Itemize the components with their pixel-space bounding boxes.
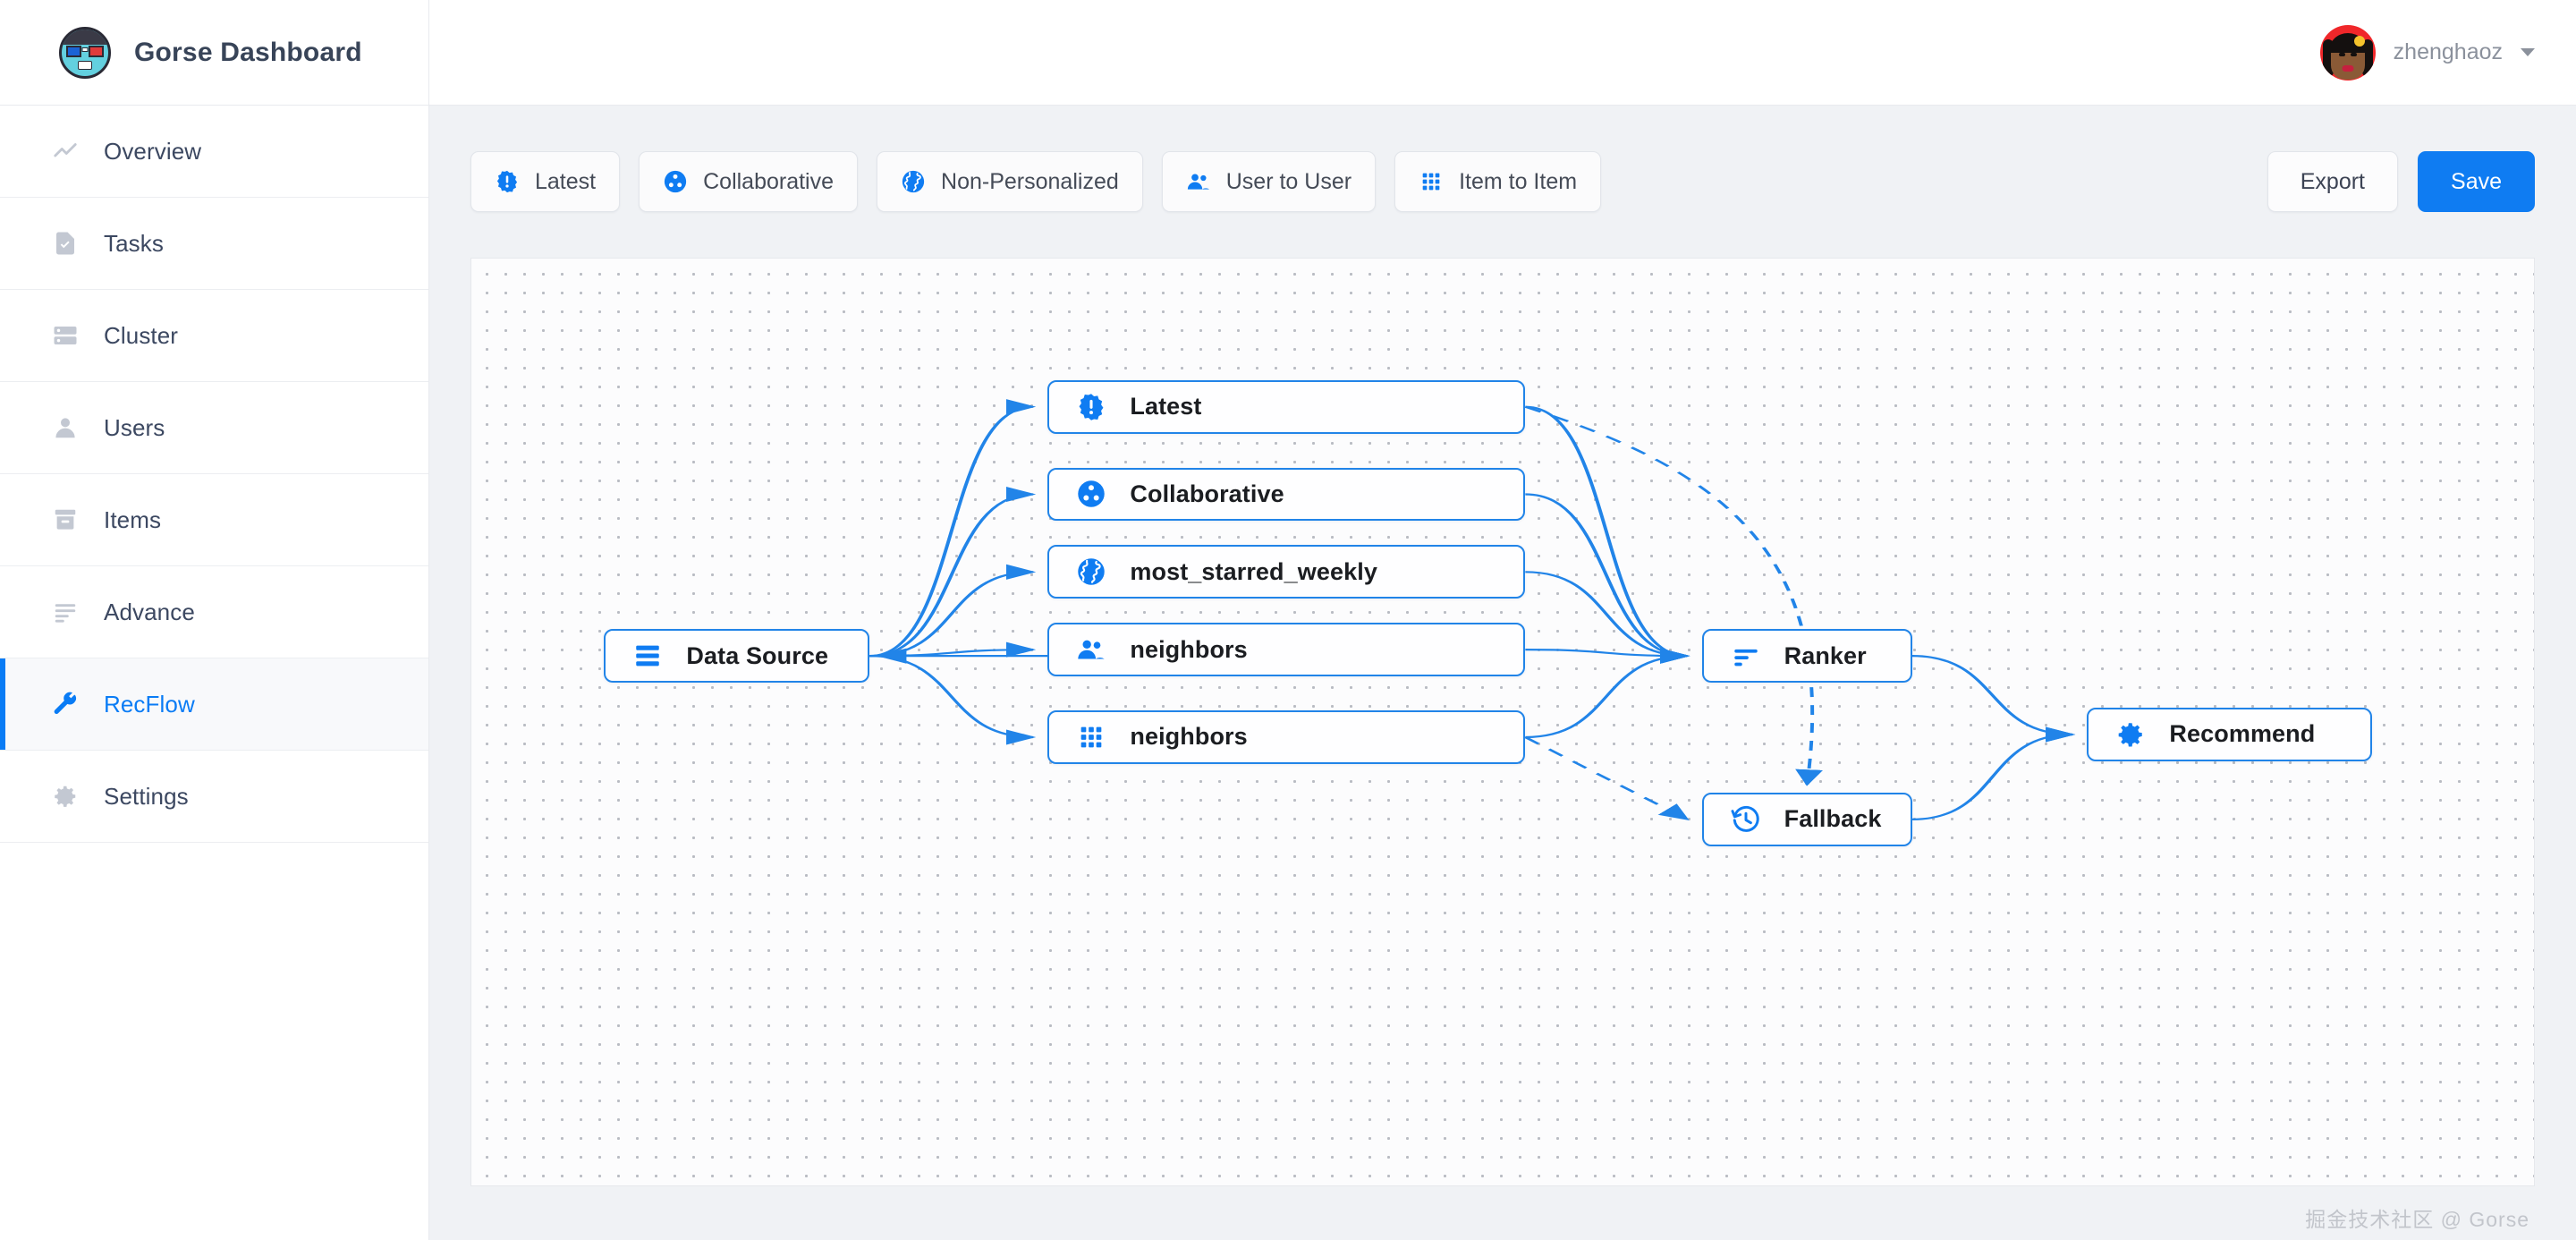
flow-node-ranker[interactable]: Ranker xyxy=(1701,629,1912,684)
sidebar-item-label: Overview xyxy=(104,137,202,165)
watermark: 掘金技术社区 @ Gorse xyxy=(2305,1208,2529,1231)
flow-edge xyxy=(869,655,1037,745)
topbar: zhenghaoz xyxy=(429,0,2576,106)
user-menu[interactable]: zhenghaoz xyxy=(2319,24,2535,81)
chip-label: User to User xyxy=(1225,168,1352,194)
flow-node-label: Ranker xyxy=(1784,641,1867,669)
flow-node-latest[interactable]: Latest xyxy=(1047,379,1526,434)
flow-node-non-personalized[interactable]: most_starred_weekly xyxy=(1047,545,1526,599)
gear-icon xyxy=(52,783,79,810)
sidebar: Gorse Dashboard Overview Tasks Cluster xyxy=(0,0,429,1240)
people-icon xyxy=(1186,169,1211,194)
chip-label: Non-Personalized xyxy=(941,168,1119,194)
brand-title: Gorse Dashboard xyxy=(134,37,362,67)
chip-label: Latest xyxy=(535,168,597,194)
badge-exclamation-icon xyxy=(1076,392,1106,422)
server-stack-icon xyxy=(52,322,79,349)
flow-node-label: neighbors xyxy=(1130,635,1248,663)
sidebar-item-label: RecFlow xyxy=(104,690,195,718)
chip-latest[interactable]: Latest xyxy=(470,151,621,212)
sidebar-item-label: Tasks xyxy=(104,229,164,257)
flow-node-fallback[interactable]: Fallback xyxy=(1701,792,1912,846)
text-lines-icon xyxy=(52,599,79,625)
avatar xyxy=(2319,24,2376,81)
chip-user-to-user[interactable]: User to User xyxy=(1161,151,1377,212)
chip-collaborative[interactable]: Collaborative xyxy=(639,151,859,212)
grid-apps-icon xyxy=(1076,722,1106,752)
sidebar-item-overview[interactable]: Overview xyxy=(0,106,428,198)
recflow-toolbar: Latest Collaborative Non-Personalized xyxy=(429,106,2576,258)
chip-label: Collaborative xyxy=(703,168,835,194)
save-button[interactable]: Save xyxy=(2418,151,2535,212)
task-check-icon xyxy=(52,230,79,257)
brand[interactable]: Gorse Dashboard xyxy=(0,0,428,106)
main-area: zhenghaoz Latest Collaborative xyxy=(429,0,2576,1240)
wrench-icon xyxy=(52,691,79,718)
history-clock-icon xyxy=(1731,804,1761,835)
flow-edge xyxy=(1525,405,1690,664)
badge-exclamation-icon xyxy=(495,169,520,194)
export-button[interactable]: Export xyxy=(2267,151,2399,212)
trending-up-icon xyxy=(52,138,79,165)
flow-node-collaborative[interactable]: Collaborative xyxy=(1047,467,1526,522)
toolbar-actions: Export Save xyxy=(2267,151,2535,212)
chevron-down-icon[interactable] xyxy=(2521,48,2535,56)
sidebar-item-users[interactable]: Users xyxy=(0,382,428,474)
flow-node-data-source[interactable]: Data Source xyxy=(604,629,870,684)
person-icon xyxy=(52,414,79,441)
sort-lines-icon xyxy=(1731,641,1761,671)
chip-item-to-item[interactable]: Item to Item xyxy=(1394,151,1602,212)
share-nodes-icon xyxy=(1076,479,1106,509)
globe-icon xyxy=(1076,556,1106,587)
flow-edge xyxy=(1911,655,2076,743)
flow-node-recommend[interactable]: Recommend xyxy=(2087,708,2372,761)
sidebar-item-advance[interactable]: Advance xyxy=(0,566,428,658)
flow-edge xyxy=(1523,736,1690,820)
archive-box-icon xyxy=(52,506,79,533)
chip-non-personalized[interactable]: Non-Personalized xyxy=(877,151,1143,212)
chip-label: Item to Item xyxy=(1459,168,1578,194)
sidebar-item-label: Settings xyxy=(104,782,189,810)
sidebar-item-label: Users xyxy=(104,413,165,441)
sidebar-item-label: Cluster xyxy=(104,321,179,349)
flow-edge xyxy=(869,399,1037,658)
gorse-gopher-logo-icon xyxy=(59,26,111,79)
user-name: zhenghaoz xyxy=(2393,39,2503,64)
sidebar-item-recflow[interactable]: RecFlow xyxy=(0,658,428,751)
sidebar-item-label: Advance xyxy=(104,598,195,625)
flow-node-label: Recommend xyxy=(2169,720,2316,748)
database-lines-icon xyxy=(632,641,663,671)
sidebar-item-label: Items xyxy=(104,505,162,533)
sidebar-item-tasks[interactable]: Tasks xyxy=(0,198,428,290)
flow-edge xyxy=(1524,405,1824,786)
flow-edge xyxy=(1525,571,1690,664)
globe-icon xyxy=(901,169,926,194)
share-nodes-icon xyxy=(663,169,688,194)
flow-edge xyxy=(1911,726,2076,820)
sidebar-nav: Overview Tasks Cluster Users xyxy=(0,106,428,843)
flow-node-label: Data Source xyxy=(686,641,829,669)
people-icon xyxy=(1076,634,1106,665)
sidebar-item-cluster[interactable]: Cluster xyxy=(0,290,428,382)
flow-node-label: Collaborative xyxy=(1130,480,1284,507)
flow-edge xyxy=(869,486,1037,658)
flow-edge xyxy=(869,564,1037,658)
gear-icon xyxy=(2115,719,2146,750)
flow-node-label: most_starred_weekly xyxy=(1130,557,1377,585)
flow-node-item-to-item[interactable]: neighbors xyxy=(1047,710,1526,764)
flow-edge xyxy=(1525,648,1690,739)
grid-apps-icon xyxy=(1419,169,1444,194)
flow-node-user-to-user[interactable]: neighbors xyxy=(1047,623,1526,677)
flow-node-label: Latest xyxy=(1130,393,1202,420)
flow-edge xyxy=(1525,493,1690,664)
sidebar-item-settings[interactable]: Settings xyxy=(0,751,428,843)
recommender-chip-group: Latest Collaborative Non-Personalized xyxy=(470,151,1602,212)
flow-node-label: Fallback xyxy=(1784,805,1882,833)
flow-node-label: neighbors xyxy=(1130,723,1248,751)
sidebar-item-items[interactable]: Items xyxy=(0,474,428,566)
flow-edges xyxy=(869,399,2076,820)
